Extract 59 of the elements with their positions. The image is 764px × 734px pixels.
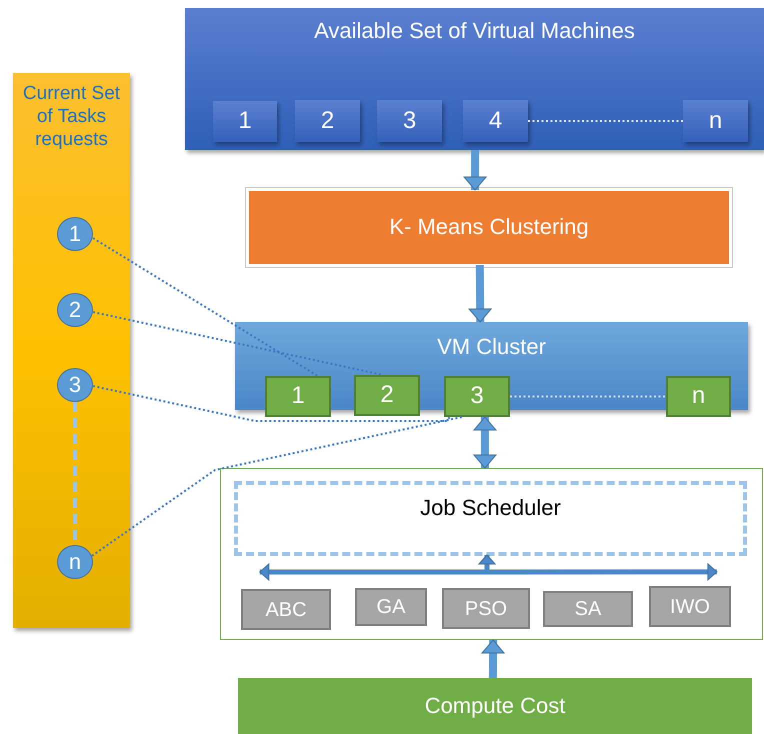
algorithm-label: IWO	[670, 594, 710, 618]
vm-box	[213, 101, 277, 142]
process-box	[248, 190, 730, 265]
algorithm-label: PSO	[464, 596, 508, 620]
scheduler-label: Job Scheduler	[420, 495, 561, 522]
vm-number: n	[708, 106, 722, 136]
cluster-vm-box	[666, 376, 731, 417]
algorithm-box	[355, 588, 427, 626]
task-number: n	[68, 548, 82, 576]
algorithm-box	[649, 586, 731, 627]
task-circle	[57, 545, 93, 579]
container-box	[220, 468, 763, 640]
algorithm-label: SA	[574, 597, 602, 621]
dotted-line	[92, 237, 318, 377]
algorithm-label: ABC	[265, 598, 307, 622]
dotted-line	[92, 385, 451, 422]
vm-box	[683, 100, 748, 142]
dotted-line	[510, 396, 666, 398]
algorithm-box	[241, 589, 331, 630]
task-circle	[57, 293, 93, 327]
vm-box	[295, 100, 360, 142]
task-number: 3	[68, 372, 82, 398]
vm-number: 1	[291, 382, 305, 411]
task-circle	[57, 217, 93, 251]
algorithm-box	[543, 591, 633, 627]
dotted-line	[528, 120, 683, 122]
process-label: Compute Cost	[424, 692, 566, 720]
arrow	[473, 416, 496, 468]
vm-pool-panel	[185, 8, 764, 150]
panel-title: Available Set of Virtual Machines	[314, 18, 635, 44]
vm-number: 4	[488, 106, 502, 136]
vm-number: 2	[320, 106, 334, 136]
algorithm-label: GA	[376, 595, 406, 619]
arrow	[482, 640, 505, 678]
arrow	[468, 264, 492, 322]
scheduler-box	[234, 481, 747, 556]
dotted-line	[91, 416, 462, 557]
arrow	[464, 150, 487, 190]
process-box	[238, 678, 752, 734]
vm-box	[377, 100, 442, 142]
cluster-vm-box	[444, 376, 510, 417]
process-label: K- Means Clustering	[389, 214, 589, 241]
vm-number: 1	[238, 107, 252, 136]
dotted-line	[92, 311, 384, 376]
cluster-vm-box	[354, 375, 420, 416]
task-panel	[13, 73, 130, 628]
task-number: 1	[68, 220, 82, 248]
cluster-vm-box	[265, 376, 331, 417]
arrow	[478, 554, 718, 580]
algorithm-box	[442, 588, 530, 629]
vm-number: n	[692, 382, 706, 411]
vm-number: 3	[470, 382, 484, 411]
panel-title: Current Set of Tasks requests	[22, 83, 122, 152]
vm-number: 2	[380, 381, 394, 410]
task-number: 2	[68, 296, 82, 324]
vm-box	[463, 100, 528, 142]
task-circle	[57, 368, 93, 402]
panel-title: VM Cluster	[437, 334, 546, 360]
vm-number: 3	[402, 106, 416, 136]
